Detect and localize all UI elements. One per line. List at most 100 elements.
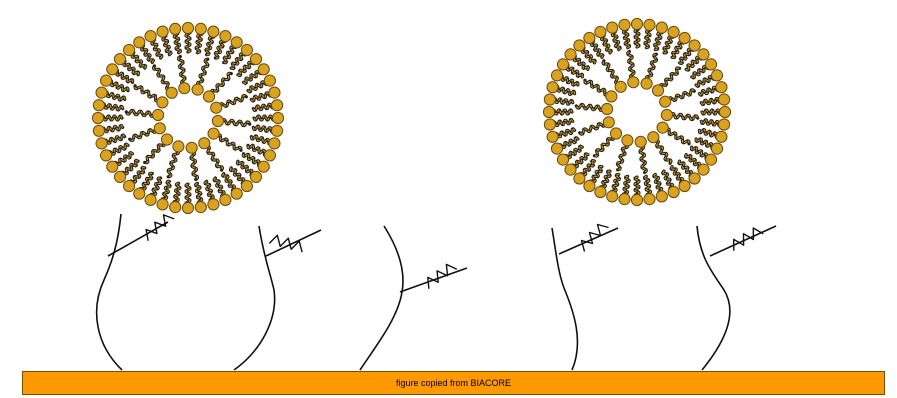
lipid-head [711,143,722,154]
lipid-head [679,180,690,191]
lipid-head [544,119,555,130]
lipid-head [716,82,727,93]
lipid-head [114,171,125,182]
lipid-head [264,150,275,161]
lipid-head [241,180,252,191]
lipid-head [565,164,576,175]
lipid-head [543,106,554,117]
lipid-head [101,75,112,86]
lipid-head [661,109,672,120]
lipid-head [107,64,118,75]
lipid-head [161,134,172,145]
lipid-head [557,154,568,165]
lipid-head [719,119,730,130]
lipid-head [595,186,606,197]
lipid-head [595,26,606,37]
lipid-head [157,26,168,37]
lipid-head [170,202,181,213]
lipid-head [182,22,193,33]
lipid-head [619,19,630,30]
lipid-head [134,37,145,48]
lipid-head [631,194,642,205]
lipid-head [231,37,242,48]
linker-1 [97,214,175,370]
lipid-head [220,30,231,41]
lipid-head [716,131,727,142]
lipid-head [602,103,613,114]
lipid-head [657,122,668,133]
lipid-head [96,87,107,98]
linker-lipid-anchor [146,215,174,241]
lipid-head [124,180,135,191]
linker-3 [360,226,467,370]
lipid-head [544,94,555,105]
lipid-head [565,49,576,60]
lipid-head [153,109,164,120]
lipid-head [652,85,663,96]
lipid-head [705,59,716,70]
lipid-head [258,64,269,75]
lipid-head [231,188,242,199]
lipid-head [584,180,595,191]
lipid-head [547,131,558,142]
linker-2 [234,226,321,370]
lipid-head [182,202,193,213]
lipid-head [269,87,280,98]
lipid-head [170,23,181,34]
lipid-head [195,23,206,34]
lipid-head [689,173,700,184]
lipid-head [186,142,197,153]
lipid-head [635,136,646,147]
linker-lipid-anchor [269,235,302,252]
lipid-head [101,150,112,161]
lipid-head [96,138,107,149]
lipid-head [154,123,165,134]
lipid-head [264,75,275,86]
lipid-head [272,112,283,123]
lipid-head [92,112,103,123]
lipid-head [208,199,219,210]
lipid-head [212,115,223,126]
lipid-head [269,138,280,149]
linker-4 [552,225,618,371]
lipid-head [551,143,562,154]
linker-group [97,214,776,370]
vesicle-1 [92,22,283,213]
lipid-head [631,18,642,29]
lipid-head [250,171,261,182]
lipid-head [134,188,145,199]
lipid-head [551,70,562,81]
lipid-head [656,22,667,33]
lipid-head [166,87,177,98]
lipid-head [615,81,626,92]
lipid-head [199,138,210,149]
lipid-head [547,82,558,93]
lipid-head [622,135,633,146]
lipid-head [660,96,671,107]
lipid-head [258,161,269,172]
lipid-head [220,194,231,205]
linker-arm [559,228,618,254]
lipid-head [211,102,222,113]
lipid-head [107,161,118,172]
lipid-head [557,59,568,70]
lipid-head [208,26,219,37]
lipid-head [250,54,261,65]
figure-caption: figure copied from BIACORE [396,378,511,388]
lipid-head [93,125,104,136]
lipid-head [607,191,618,202]
linker-stalk [697,226,730,370]
lipid-head [145,194,156,205]
lipid-head [93,100,104,111]
lipid-head [272,125,283,136]
lipid-head [656,191,667,202]
lipid-head [203,91,214,102]
lipid-head [619,194,630,205]
lipid-head [698,49,709,60]
lipid-head [689,40,700,51]
lipid-head [628,77,639,88]
lipid-head [208,128,219,139]
lipid-head [272,100,283,111]
lipid-head [610,128,621,139]
vesicle-group [92,18,730,213]
